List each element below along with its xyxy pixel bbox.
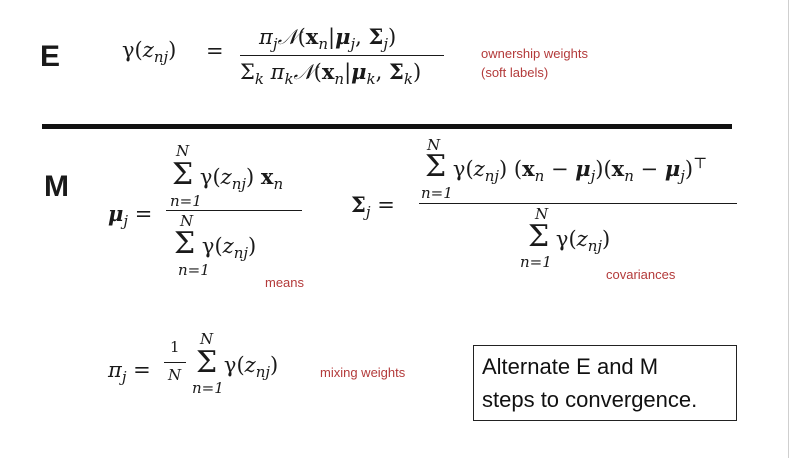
- sigma-denominator: Σ γ(znj): [528, 219, 611, 256]
- e-step-denominator: Σk πk𝒩(xn|μk, Σk): [240, 59, 422, 89]
- sigma-lhs: Σj =: [351, 192, 395, 222]
- e-step-label: E: [40, 40, 61, 73]
- pi-upper-limit: N: [200, 330, 214, 348]
- mu-denominator: Σ γ(znj): [174, 226, 257, 263]
- sigma-fraction-bar: [419, 203, 737, 204]
- mu-fraction-bar: [166, 210, 302, 211]
- mu-num-lower-limit: n=1: [170, 192, 202, 210]
- mu-num-upper-limit: N: [176, 142, 190, 160]
- mu-den-upper-limit: N: [180, 212, 194, 230]
- means-note: means: [265, 275, 305, 290]
- mu-den-lower-limit: n=1: [178, 261, 210, 279]
- mu-numerator: Σ γ(znj) xn: [172, 157, 284, 194]
- sigma-num-upper-limit: N: [427, 136, 441, 154]
- mixing-weights-note: mixing weights: [320, 365, 406, 380]
- pi-lhs: πj =: [108, 358, 151, 387]
- e-step-note: ownership weights (soft labels): [481, 45, 588, 83]
- callout-line2: steps to convergence.: [482, 387, 698, 412]
- pi-one: 1: [170, 338, 180, 356]
- m-step-label: M: [44, 170, 69, 203]
- right-edge-line: [788, 0, 789, 458]
- section-divider: [42, 124, 732, 129]
- pi-N: N: [168, 366, 182, 384]
- e-step-numerator: πj𝒩(xn|μj, Σj): [259, 24, 397, 54]
- pi-sum: Σ γ(znj): [196, 345, 279, 382]
- e-step-equals: =: [206, 39, 224, 63]
- e-step-note-line2: (soft labels): [481, 64, 549, 80]
- callout-line1: Alternate E and M: [482, 354, 659, 379]
- sigma-den-upper-limit: N: [535, 205, 549, 223]
- e-step-lhs: γ(znj): [122, 38, 177, 67]
- pi-fraction-bar: [164, 362, 186, 363]
- e-step-fraction-bar: [240, 55, 444, 56]
- sigma-den-lower-limit: n=1: [520, 253, 552, 271]
- covariances-note: covariances: [606, 267, 676, 282]
- sigma-numerator: Σ γ(znj) (xn − μj)(xn − μj)⊤: [425, 149, 708, 186]
- e-step-note-line1: ownership weights: [481, 46, 588, 61]
- callout-box: Alternate E and M steps to convergence.: [473, 345, 737, 421]
- mu-lhs: μj =: [108, 201, 153, 231]
- pi-lower-limit: n=1: [192, 379, 224, 397]
- sigma-num-lower-limit: n=1: [421, 184, 453, 202]
